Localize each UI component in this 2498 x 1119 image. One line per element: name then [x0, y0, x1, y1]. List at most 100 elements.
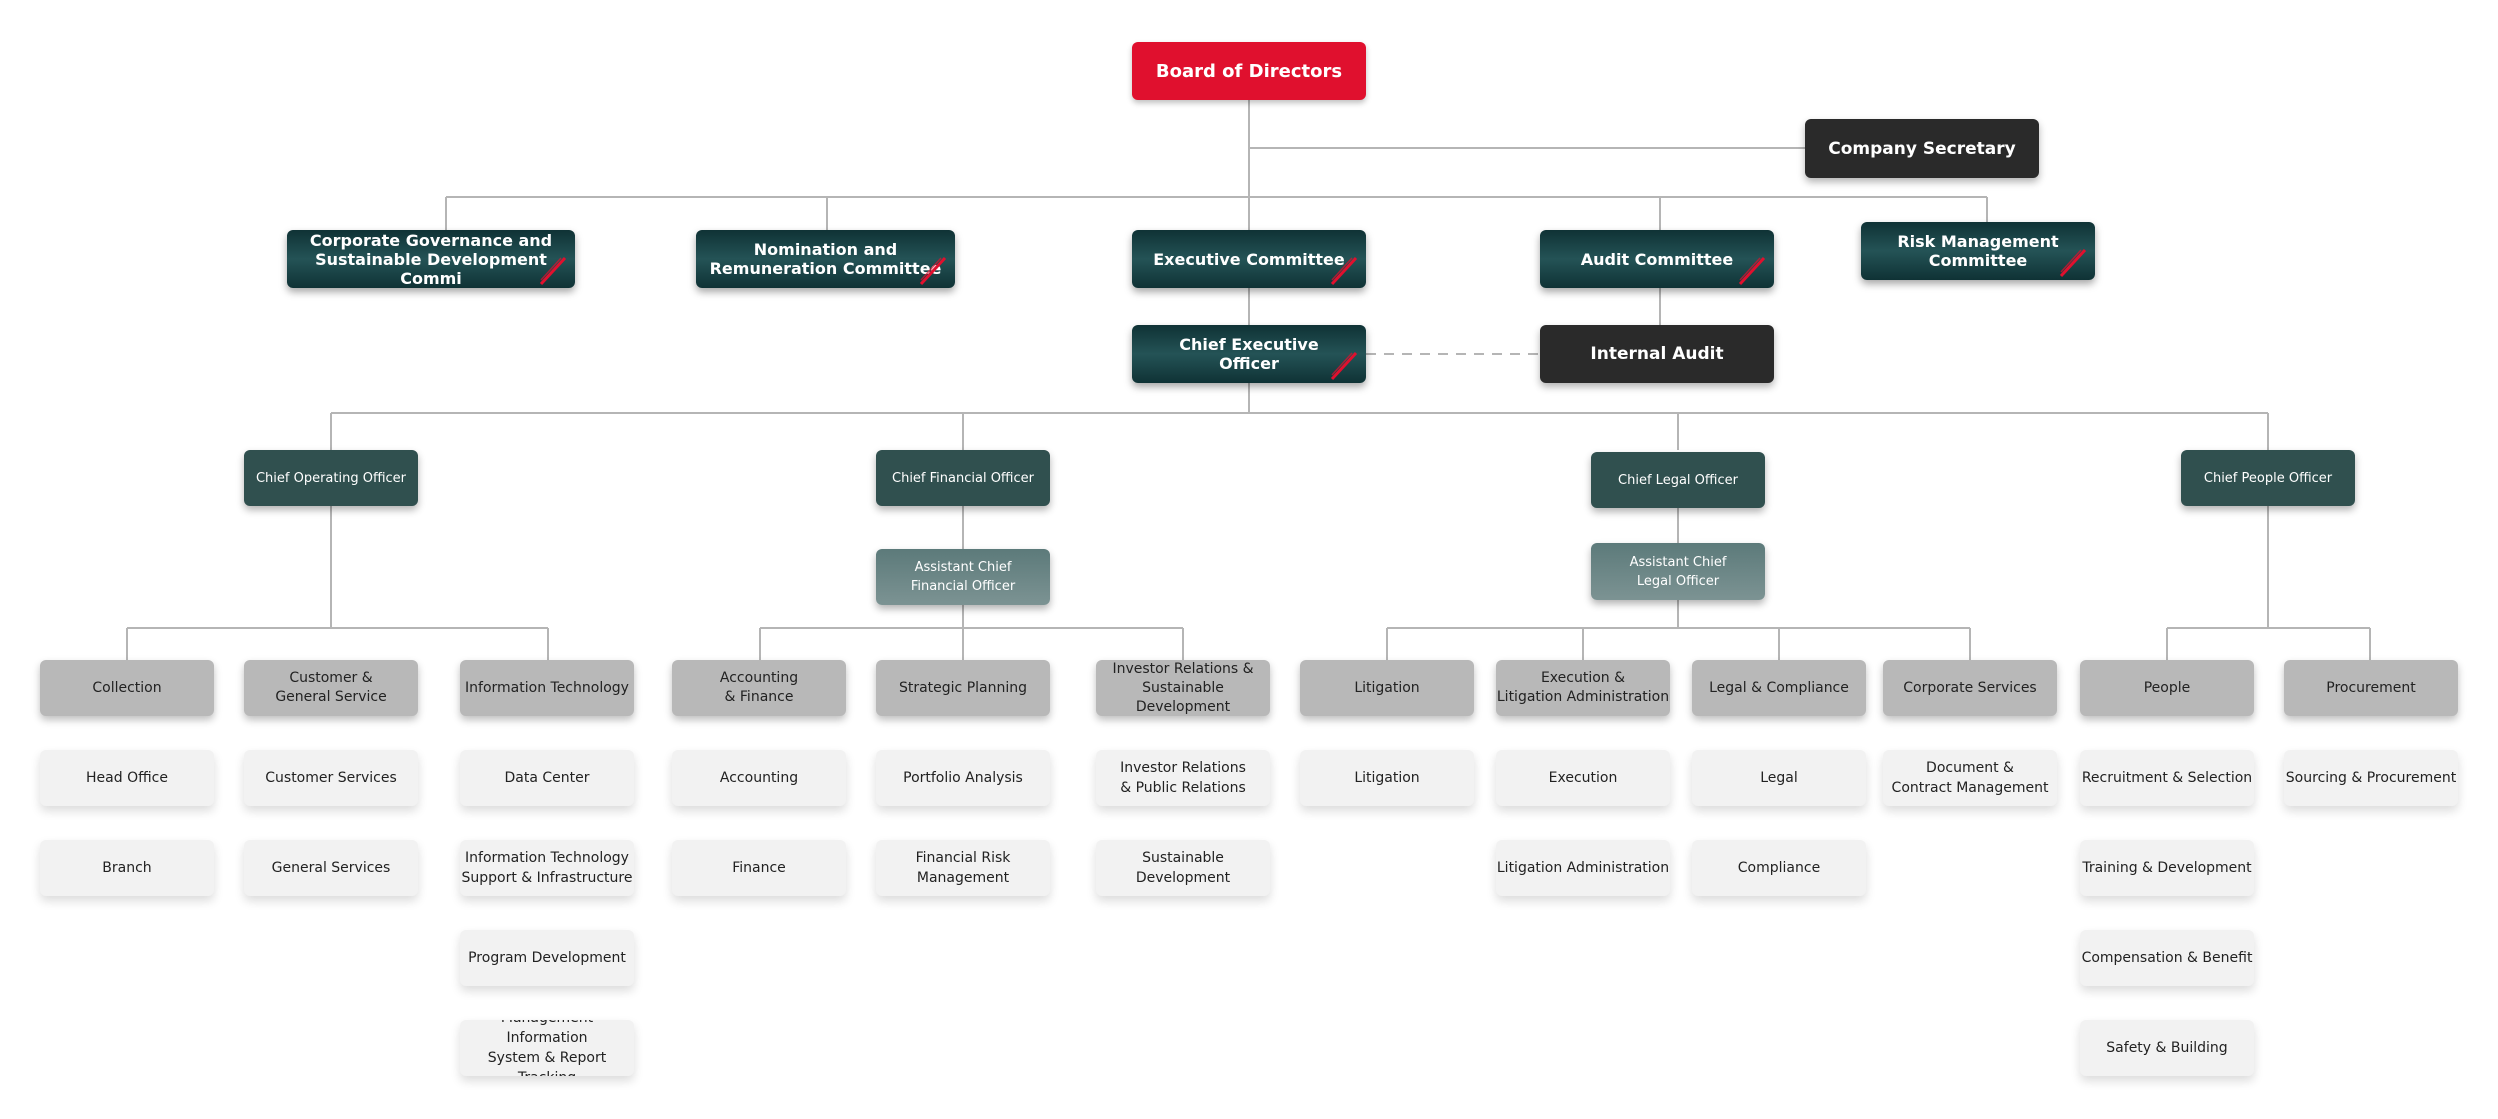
- unit-portfolio-analysis[interactable]: Portfolio Analysis: [876, 750, 1050, 806]
- chief-legal-officer-label: Chief Legal Officer: [1618, 472, 1738, 488]
- company-secretary-box[interactable]: Company Secretary: [1805, 119, 2039, 178]
- unit-execution[interactable]: Execution: [1496, 750, 1670, 806]
- dept-label: Information Technology: [465, 679, 629, 696]
- unit-branch[interactable]: Branch: [40, 840, 214, 896]
- unit-customer-services[interactable]: Customer Services: [244, 750, 418, 806]
- dept-label: Accounting & Finance: [719, 670, 799, 705]
- unit-compliance[interactable]: Compliance: [1692, 840, 1866, 896]
- assistant-clo-label: Assistant Chief Legal Officer: [1629, 554, 1727, 589]
- chief-people-officer-label: Chief People Officer: [2203, 470, 2333, 486]
- dept-label: People: [2143, 679, 2191, 696]
- unit-recruitment-selection[interactable]: Recruitment & Selection: [2080, 750, 2254, 806]
- unit-label: Recruitment & Selection: [2081, 770, 2253, 786]
- unit-label: Litigation: [1354, 770, 1420, 786]
- unit-it-support-infrastructure[interactable]: Information Technology Support & Infrast…: [460, 840, 634, 896]
- dept-people[interactable]: People: [2080, 660, 2254, 716]
- unit-label: Investor Relations & Public Relations: [1120, 760, 1246, 796]
- dept-customer-general-service[interactable]: Customer & General Service: [244, 660, 418, 716]
- dept-accounting-finance[interactable]: Accounting & Finance: [672, 660, 846, 716]
- unit-investor-public-relations[interactable]: Investor Relations & Public Relations: [1096, 750, 1270, 806]
- unit-training-development[interactable]: Training & Development: [2080, 840, 2254, 896]
- unit-label: Training & Development: [2082, 860, 2252, 876]
- assistant-cfo-label: Assistant Chief Financial Officer: [910, 560, 1016, 594]
- unit-label: Customer Services: [265, 770, 397, 786]
- nomination-committee-label: Nomination and Remuneration Committee: [709, 240, 942, 278]
- dept-collection[interactable]: Collection: [40, 660, 214, 716]
- unit-accounting[interactable]: Accounting: [672, 750, 846, 806]
- assistant-clo-box[interactable]: Assistant Chief Legal Officer: [1591, 543, 1765, 600]
- chief-people-officer-box[interactable]: Chief People Officer: [2181, 450, 2355, 506]
- unit-label: Finance: [732, 860, 786, 876]
- unit-label: Financial Risk Management: [915, 850, 1011, 886]
- unit-label: Sourcing & Procurement: [2285, 770, 2457, 786]
- nomination-committee-box[interactable]: Nomination and Remuneration Committee: [696, 230, 955, 288]
- unit-document-contract-management[interactable]: Document & Contract Management: [1883, 750, 2057, 806]
- unit-label: Safety & Building: [2106, 1040, 2228, 1056]
- board-of-directors-label: Board of Directors: [1155, 60, 1343, 82]
- dept-procurement[interactable]: Procurement: [2284, 660, 2458, 716]
- internal-audit-label: Internal Audit: [1590, 344, 1724, 364]
- dept-label: Collection: [92, 679, 162, 696]
- risk-management-committee-box[interactable]: Risk Management Committee: [1861, 222, 2095, 280]
- dept-label: Legal & Compliance: [1709, 679, 1849, 696]
- unit-label: Execution: [1548, 770, 1618, 786]
- unit-litigation[interactable]: Litigation: [1300, 750, 1474, 806]
- red-slash-accent-icon: [1738, 256, 1766, 286]
- unit-label: Document & Contract Management: [1891, 760, 2049, 796]
- unit-label: Head Office: [86, 770, 168, 786]
- dept-label: Corporate Services: [1903, 679, 2037, 696]
- unit-safety-building[interactable]: Safety & Building: [2080, 1020, 2254, 1076]
- corporate-governance-committee-label: Corporate Governance and Sustainable Dev…: [309, 230, 553, 288]
- unit-financial-risk-management[interactable]: Financial Risk Management: [876, 840, 1050, 896]
- dept-label: Strategic Planning: [898, 679, 1028, 696]
- unit-litigation-administration[interactable]: Litigation Administration: [1496, 840, 1670, 896]
- dept-information-technology[interactable]: Information Technology: [460, 660, 634, 716]
- dept-label: Customer & General Service: [275, 670, 387, 705]
- unit-label: Data Center: [504, 770, 590, 786]
- unit-label: Litigation Administration: [1496, 860, 1670, 876]
- chief-financial-officer-box[interactable]: Chief Financial Officer: [876, 450, 1050, 506]
- unit-legal[interactable]: Legal: [1692, 750, 1866, 806]
- unit-finance[interactable]: Finance: [672, 840, 846, 896]
- chief-executive-officer-box[interactable]: Chief Executive Officer: [1132, 325, 1366, 383]
- unit-label: Accounting: [719, 770, 799, 786]
- executive-committee-box[interactable]: Executive Committee: [1132, 230, 1366, 288]
- unit-label: Compensation & Benefit: [2081, 950, 2253, 966]
- dept-investor-relations[interactable]: Investor Relations & Sustainable Develop…: [1096, 660, 1270, 716]
- chief-executive-officer-label: Chief Executive Officer: [1179, 335, 1319, 373]
- chief-operating-officer-box[interactable]: Chief Operating Officer: [244, 450, 418, 506]
- unit-head-office[interactable]: Head Office: [40, 750, 214, 806]
- audit-committee-label: Audit Committee: [1580, 249, 1734, 269]
- unit-data-center[interactable]: Data Center: [460, 750, 634, 806]
- unit-sourcing-procurement[interactable]: Sourcing & Procurement: [2284, 750, 2458, 806]
- dept-execution-litigation-admin[interactable]: Execution & Litigation Administration: [1496, 660, 1670, 716]
- chief-legal-officer-box[interactable]: Chief Legal Officer: [1591, 452, 1765, 508]
- internal-audit-box[interactable]: Internal Audit: [1540, 325, 1774, 383]
- dept-strategic-planning[interactable]: Strategic Planning: [876, 660, 1050, 716]
- unit-sustainable-development[interactable]: Sustainable Development: [1096, 840, 1270, 896]
- unit-compensation-benefit[interactable]: Compensation & Benefit: [2080, 930, 2254, 986]
- chief-financial-officer-label: Chief Financial Officer: [892, 470, 1034, 486]
- unit-program-development[interactable]: Program Development: [460, 930, 634, 986]
- executive-committee-label: Executive Committee: [1153, 249, 1345, 269]
- assistant-cfo-box[interactable]: Assistant Chief Financial Officer: [876, 549, 1050, 605]
- red-slash-accent-icon: [1330, 351, 1358, 381]
- dept-litigation[interactable]: Litigation: [1300, 660, 1474, 716]
- unit-label: Compliance: [1737, 860, 1821, 876]
- unit-label: General Services: [271, 860, 391, 876]
- dept-label: Litigation: [1354, 679, 1420, 696]
- risk-management-committee-label: Risk Management Committee: [1897, 232, 2059, 270]
- audit-committee-box[interactable]: Audit Committee: [1540, 230, 1774, 288]
- unit-management-information-system[interactable]: Management Information System & Report T…: [460, 1020, 634, 1076]
- corporate-governance-committee-box[interactable]: Corporate Governance and Sustainable Dev…: [287, 230, 575, 288]
- dept-label: Execution & Litigation Administration: [1496, 670, 1670, 705]
- unit-label: Portfolio Analysis: [903, 770, 1023, 786]
- company-secretary-label: Company Secretary: [1828, 138, 2016, 159]
- unit-general-services[interactable]: General Services: [244, 840, 418, 896]
- unit-label: Management Information System & Report T…: [487, 1020, 607, 1076]
- dept-corporate-services[interactable]: Corporate Services: [1883, 660, 2057, 716]
- board-of-directors-box[interactable]: Board of Directors: [1132, 42, 1366, 100]
- unit-label: Legal: [1760, 770, 1798, 786]
- dept-legal-compliance[interactable]: Legal & Compliance: [1692, 660, 1866, 716]
